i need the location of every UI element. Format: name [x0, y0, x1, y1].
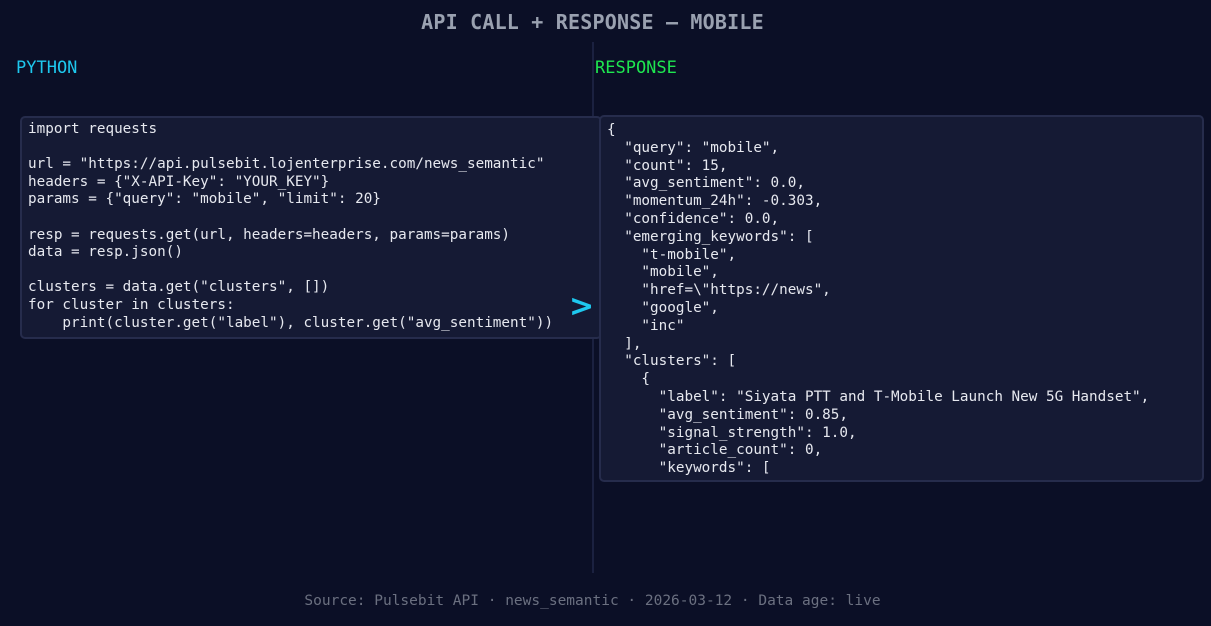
- json-response-block: { "query": "mobile", "count": 15, "avg_s…: [607, 122, 1150, 477]
- page-title: API CALL + RESPONSE — MOBILE: [421, 10, 764, 34]
- python-code-block: import requests url = "https://api.pulse…: [28, 121, 554, 331]
- python-section-label: PYTHON: [16, 58, 78, 78]
- response-section-label: RESPONSE: [595, 58, 677, 78]
- arrow-right-icon: >: [569, 289, 595, 324]
- python-code-panel: import requests url = "https://api.pulse…: [20, 116, 602, 339]
- source-footer: Source: Pulsebit API · news_semantic · 2…: [304, 593, 881, 609]
- json-response-panel: { "query": "mobile", "count": 15, "avg_s…: [599, 115, 1204, 482]
